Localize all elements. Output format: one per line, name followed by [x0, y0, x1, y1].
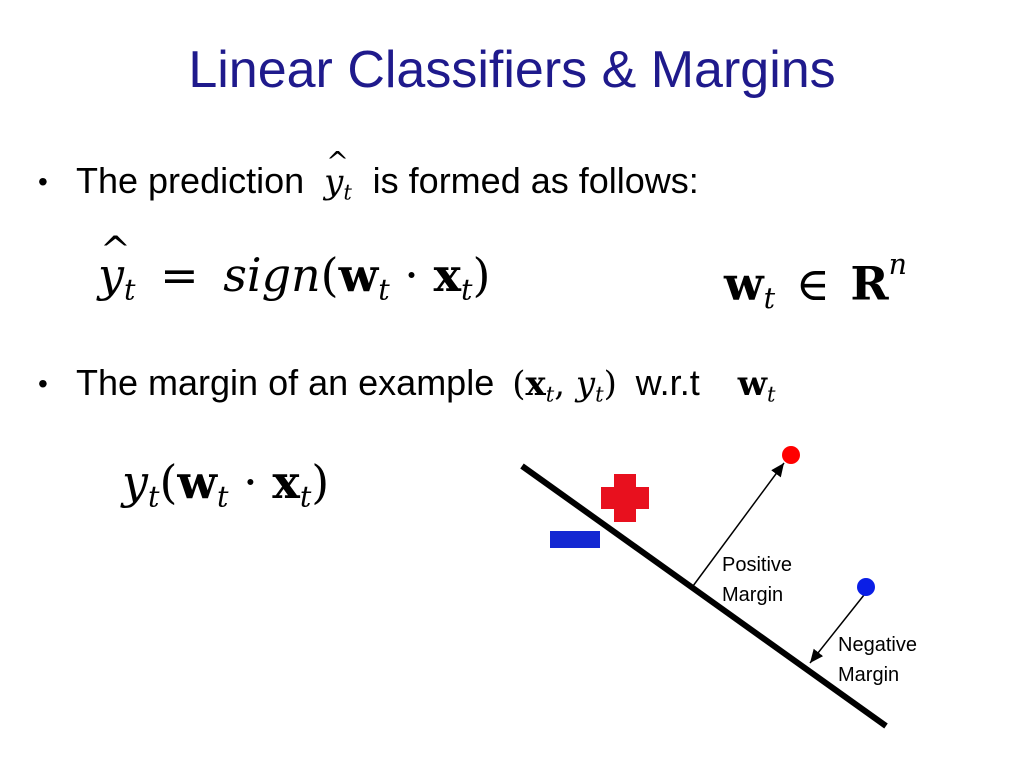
bullet-prediction: • The prediction yt is formed as follows…: [38, 147, 699, 204]
slide-title: Linear Classifiers & Margins: [188, 41, 836, 99]
positive-margin-arrow: [692, 462, 785, 587]
prediction-equation: yt = sign(wt · xt): [98, 228, 490, 307]
bullet-2-text-before: The margin of an example: [76, 362, 495, 403]
positive-label-line2: Margin: [722, 584, 784, 606]
margin-expression: yt(wt · xt): [122, 455, 330, 514]
bullet-1-text-after: is formed as follows:: [372, 160, 699, 201]
positive-label-line1: Positive: [722, 554, 793, 576]
hyperplane-line: [520, 463, 888, 729]
minus-sign-icon: [550, 531, 600, 548]
inline-y-hat: yt: [324, 147, 363, 204]
bullet-margin: • The margin of an example (xt, yt) w.r.…: [38, 362, 776, 407]
negative-label-line2: Margin: [838, 664, 900, 686]
inline-example-pair: (xt, yt): [512, 364, 628, 407]
negative-margin-arrow: [809, 594, 865, 664]
inline-w-t: wt: [737, 364, 776, 407]
bullet-1-text-before: The prediction: [76, 160, 305, 201]
negative-margin-label: Negative Margin: [838, 630, 917, 690]
plus-sign-icon: [601, 474, 649, 522]
bullet-dot: •: [38, 368, 48, 399]
positive-point: [782, 446, 800, 464]
bullet-2-text-after: w.r.t: [635, 362, 700, 403]
bullet-dot: •: [38, 166, 48, 197]
positive-margin-label: Positive Margin: [722, 550, 792, 610]
negative-label-line1: Negative: [838, 634, 917, 656]
weight-space-expr: wt ∈ Rn: [724, 248, 907, 316]
negative-point: [857, 578, 875, 596]
